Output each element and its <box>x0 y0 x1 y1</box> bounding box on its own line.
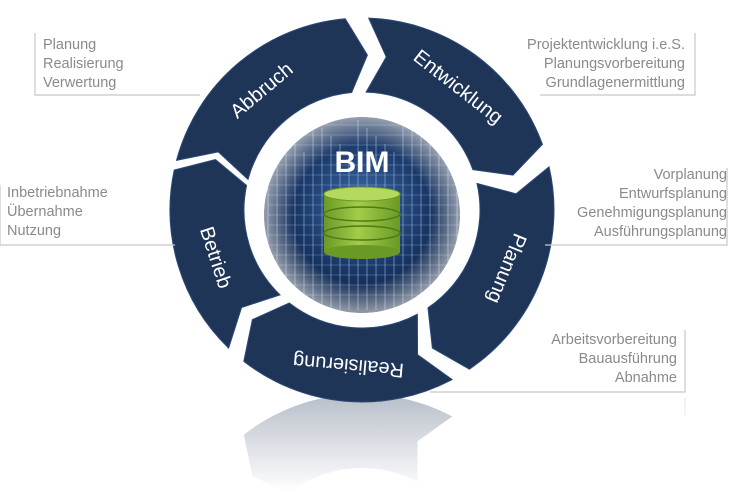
segment-shape-realisierung <box>243 302 454 403</box>
segment-shape-abbruch <box>175 18 368 181</box>
bim-title: BIM <box>335 146 390 179</box>
note-line: Planungsvorbereitung <box>543 56 685 72</box>
notes-betrieb: Inbetriebnahme Übernahme Nutzung <box>7 184 108 241</box>
note-line: Grundlagenermittlung <box>545 75 685 91</box>
note-connectors <box>0 33 728 415</box>
note-line: Realisierung <box>43 56 124 72</box>
note-line: Abnahme <box>614 370 677 386</box>
note-line: Vorplanung <box>653 167 727 183</box>
notes-entwicklung: Projektentwicklung i.e.S. Planungsvorber… <box>527 36 685 93</box>
segment-realisierung: Realisierung <box>243 302 454 403</box>
note-line: Arbeitsvorbereitung <box>551 332 677 348</box>
note-line: Verwertung <box>43 75 117 91</box>
note-line: Inbetriebnahme <box>7 185 108 201</box>
note-line: Übernahme <box>7 204 83 220</box>
segment-shape-entwicklung <box>365 17 543 176</box>
notes-abbruch: Planung Realisierung Verwertung <box>43 36 124 93</box>
segment-abbruch: Abbruch <box>175 18 368 181</box>
segment-shape-betrieb <box>169 158 281 350</box>
segment-shape-planung <box>427 165 555 370</box>
segment-betrieb: Betrieb <box>169 158 281 350</box>
segment-planung: Planung <box>427 165 555 370</box>
note-line: Bauausführung <box>578 351 677 367</box>
note-line: Genehmigungsplanung <box>577 205 727 221</box>
note-line: Planung <box>43 37 97 53</box>
notes-planung: Vorplanung Entwurfsplanung Genehmigungsp… <box>577 166 727 242</box>
note-line: Nutzung <box>7 223 62 239</box>
note-line: Projektentwicklung i.e.S. <box>527 37 685 53</box>
notes-realisierung: Arbeitsvorbereitung Bauausführung Abnahm… <box>551 331 677 388</box>
database-icon <box>323 186 401 259</box>
note-line: Ausführungsplanung <box>593 224 727 240</box>
note-line: Entwurfsplanung <box>618 186 727 202</box>
